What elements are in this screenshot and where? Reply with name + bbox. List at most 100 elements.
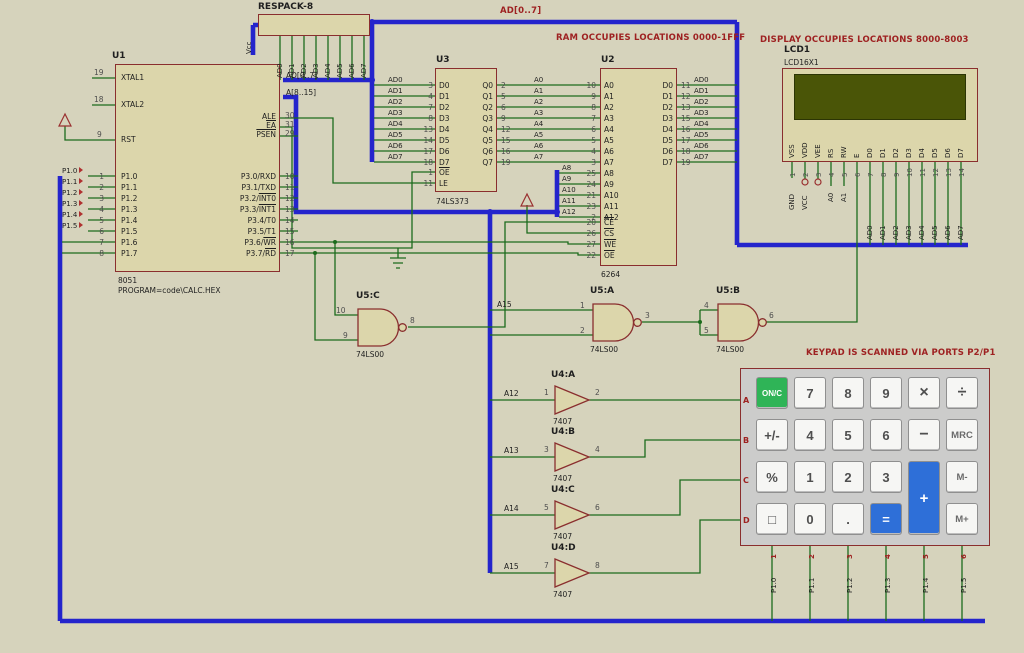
keypad-button[interactable]: ÷ <box>946 377 978 409</box>
keypad-button[interactable]: MRC <box>946 419 978 451</box>
u1-program: PROGRAM=code\CALC.HEX <box>118 286 221 295</box>
keypad-button[interactable]: 4 <box>794 419 826 451</box>
keypad-button[interactable]: . <box>832 503 864 535</box>
ram-6264-body[interactable] <box>600 68 677 266</box>
keypad-button[interactable]: 0 <box>794 503 826 535</box>
keypad-button[interactable]: □ <box>756 503 788 535</box>
net-label: P1.5 <box>960 577 968 593</box>
net-label: AD1 <box>879 225 887 240</box>
net-label: AD2 <box>388 98 403 106</box>
keypad-row-label: A <box>743 395 750 405</box>
u5b-pin-num: 6 <box>769 311 774 320</box>
net-label: A1 <box>534 87 544 95</box>
net-label-a13: A13 <box>504 446 519 455</box>
u5c-value: 74LS00 <box>356 350 385 359</box>
u5b-pin-num: 5 <box>704 326 709 335</box>
keypad-col-number: 2 <box>808 554 816 559</box>
keypad-button[interactable]: 8 <box>832 377 864 409</box>
net-label: AD1 <box>388 87 403 95</box>
keypad-button[interactable]: = <box>870 503 902 535</box>
keypad-button[interactable]: 1 <box>794 461 826 493</box>
u1-ref: U1 <box>112 51 126 61</box>
u4a-ref: U4:A <box>551 370 576 380</box>
keypad-button[interactable]: − <box>908 419 940 451</box>
buffer-triangles <box>554 385 591 588</box>
lcd-pin-name: D2 <box>892 148 900 158</box>
u1-pin-num: 19 <box>94 68 104 77</box>
lcd-pin-name: VDD <box>801 142 809 158</box>
respack-body[interactable] <box>258 14 370 36</box>
lcd-pin-name: D5 <box>931 148 939 158</box>
u1-pin-num: 9 <box>97 130 102 139</box>
net-label: AD6 <box>944 225 952 240</box>
net-label: AD5 <box>336 63 344 78</box>
net-label: AD3 <box>312 63 320 78</box>
net-label: P1.3 <box>884 577 892 593</box>
keypad-button[interactable]: 7 <box>794 377 826 409</box>
terminal-circle <box>814 178 822 186</box>
net-label-a15: A15 <box>497 300 512 309</box>
net-label: P1.2 <box>846 577 854 593</box>
net-label-a12: A12 <box>504 389 519 398</box>
gate-shapes[interactable] <box>357 303 767 588</box>
u4c-pin-num: 5 <box>544 503 549 512</box>
keypad-button[interactable]: 3 <box>870 461 902 493</box>
latch-74ls373-body[interactable] <box>435 68 497 192</box>
net-label: A7 <box>534 153 544 161</box>
u1-value: 8051 <box>118 276 138 285</box>
lcd-ref: LCD1 <box>784 45 811 55</box>
keypad-button[interactable]: × <box>908 377 940 409</box>
net-label: AD0 <box>694 76 709 84</box>
net-label: AD6 <box>388 142 403 150</box>
net-label: AD0 <box>388 76 403 84</box>
net-label: A4 <box>534 120 544 128</box>
lcd-pin-number: 9 <box>893 172 901 177</box>
u5a-ref: U5:A <box>590 286 615 296</box>
u2-ref: U2 <box>601 55 615 65</box>
u4a-value: 7407 <box>553 417 573 426</box>
u4c-ref: U4:C <box>551 485 575 495</box>
u5b-pin-num: 4 <box>704 301 709 310</box>
u1-bus-a: A[8..15] <box>286 88 317 97</box>
keypad-button[interactable]: M+ <box>946 503 978 535</box>
lcd-pin-name: E <box>853 153 861 158</box>
keypad-button[interactable]: +/- <box>756 419 788 451</box>
keypad-row-label: C <box>743 475 749 485</box>
keypad-button[interactable]: 5 <box>832 419 864 451</box>
keypad-button[interactable]: % <box>756 461 788 493</box>
net-label: AD3 <box>388 109 403 117</box>
keypad-button[interactable]: ON/C <box>756 377 788 409</box>
net-label: A0 <box>534 76 544 84</box>
lcd-pin-name: VEE <box>814 144 822 158</box>
net-label: AD3 <box>694 109 709 117</box>
keypad-button[interactable]: 6 <box>870 419 902 451</box>
keypad-button[interactable]: 2 <box>832 461 864 493</box>
keypad-button[interactable]: 9 <box>870 377 902 409</box>
mcu-8051-body[interactable] <box>115 64 280 272</box>
keypad-button[interactable]: M- <box>946 461 978 493</box>
u5a-pin-num: 2 <box>580 326 585 335</box>
u1-pin-name: EA <box>266 121 276 130</box>
keypad-button[interactable]: + <box>908 461 940 535</box>
u3-value: 74LS373 <box>436 197 469 206</box>
net-label: AD7 <box>694 153 709 161</box>
net-label: AD7 <box>957 225 965 240</box>
u4b-pin-num: 4 <box>595 445 600 454</box>
keypad-note: KEYPAD IS SCANNED VIA PORTS P2/P1 <box>806 348 996 358</box>
respack-vcc-label: Vcc <box>245 41 253 55</box>
keypad-row-label: D <box>743 515 750 525</box>
net-label: AD0 <box>866 225 874 240</box>
lcd-pin-name: D3 <box>905 148 913 158</box>
